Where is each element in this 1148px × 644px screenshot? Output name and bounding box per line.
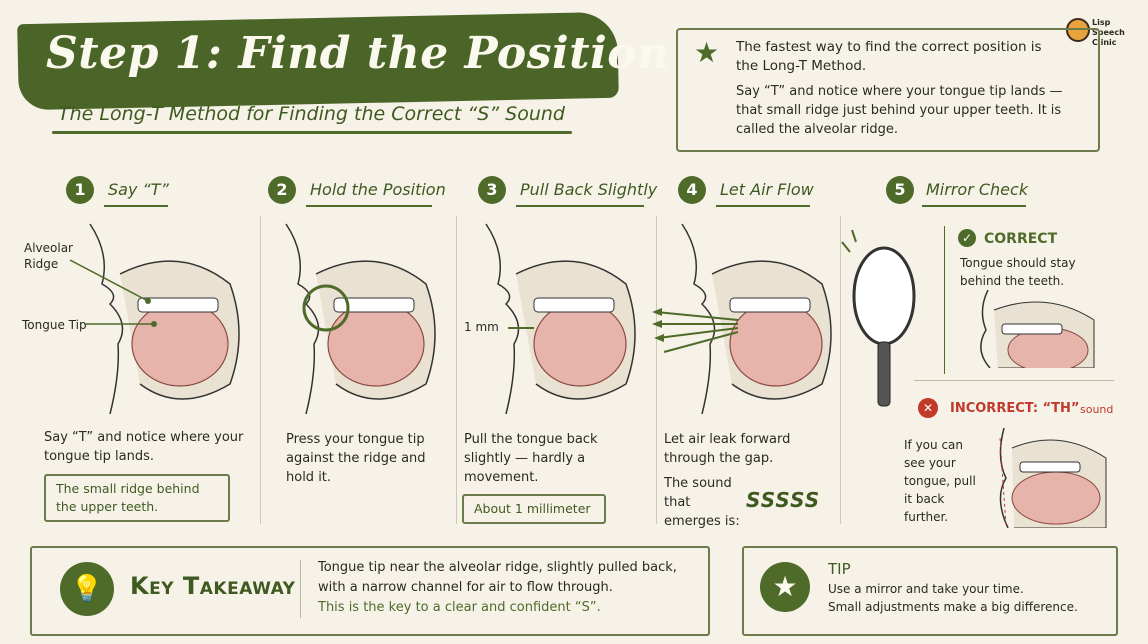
tongue-tip-label: Tongue Tip: [22, 318, 87, 332]
takeaway-line-1: Tongue tip near the alveolar ridge, slig…: [318, 560, 677, 575]
alveolar-ridge-label: Alveolar Ridge: [24, 241, 73, 271]
step-5-number: 5: [886, 176, 914, 204]
tip-line-2: Small adjustments make a big difference.: [828, 600, 1078, 614]
takeaway-line-3: This is the key to a clear and confident…: [318, 600, 601, 615]
takeaway-divider: [300, 560, 301, 618]
step-2-number: 2: [268, 176, 296, 204]
mirror-divider: [914, 380, 1114, 381]
step-5-underline: [922, 205, 1026, 207]
step-1-title: Say “T”: [108, 180, 169, 199]
cross-icon: ✕: [918, 398, 938, 418]
column-divider: [840, 216, 841, 524]
step-1-number: 1: [66, 176, 94, 204]
airflow-arrows-icon: [652, 308, 739, 353]
takeaway-title: Key Takeaway: [130, 572, 296, 600]
correct-title: CORRECT: [984, 231, 1058, 247]
incorrect-mouth-illustration: [999, 428, 1107, 528]
mouth-illustration-step-2: [285, 223, 436, 414]
tip-title: TIP: [828, 560, 851, 578]
step-3-number: 3: [478, 176, 506, 204]
step-1-description: Say “T” and notice where your tongue tip…: [44, 430, 244, 464]
step-5-title: Mirror Check: [926, 180, 1029, 199]
step-3-title: Pull Back Slightly: [520, 180, 658, 199]
mouth-illustration-step-3: [485, 223, 636, 414]
hand-mirror-icon: [841, 229, 916, 407]
subtitle-underline: [52, 131, 572, 134]
clinic-logo-icon: [1066, 18, 1090, 42]
tip-box: [742, 546, 1118, 636]
correct-text: Tongue should stay behind the teeth.: [960, 256, 1076, 288]
intro-line-1: The fastest way to find the correct posi…: [736, 39, 1042, 74]
star-icon: ★: [694, 36, 720, 69]
step-2-underline: [306, 205, 432, 207]
mirror-divider: [944, 226, 945, 374]
step-1-underline: [104, 205, 168, 207]
step-3-description: Pull the tongue back slightly — hardly a…: [464, 432, 598, 485]
sound-example: SSSSS: [746, 488, 821, 512]
step-4-sound-label: The sound that emerges is:: [664, 476, 740, 529]
step-3-underline: [516, 205, 644, 207]
step-4-description: Let air leak forward through the gap.: [664, 432, 791, 466]
incorrect-title: INCORRECT: “TH”: [950, 401, 1080, 416]
step-2-description: Press your tongue tip against the ridge …: [286, 432, 426, 485]
takeaway-line-2: with a narrow channel for air to flow th…: [318, 580, 613, 595]
intro-line-2: Say “T” and notice where your tongue tip…: [736, 84, 1063, 137]
step-4-title: Let Air Flow: [720, 180, 814, 199]
mouth-illustration-step-4: [681, 223, 832, 414]
step-2-title: Hold the Position: [310, 180, 446, 199]
tip-line-1: Use a mirror and take your time.: [828, 582, 1024, 596]
key-takeaway-box: [30, 546, 710, 636]
column-divider: [656, 216, 657, 524]
step-1-note: The small ridge behind the upper teeth.: [44, 474, 230, 522]
clinic-logo-text: Lisp Speech Clinic: [1092, 18, 1125, 47]
step-4-number: 4: [678, 176, 706, 204]
step-4-underline: [716, 205, 810, 207]
intro-box: [676, 28, 1100, 152]
column-divider: [260, 216, 261, 524]
page-title: Step 1: Find the Position: [46, 28, 670, 79]
incorrect-suffix: sound: [1080, 403, 1114, 416]
step-3-note: About 1 millimeter: [462, 494, 606, 524]
star-icon: ★: [760, 562, 810, 612]
measure-label: 1 mm: [464, 320, 499, 334]
lightbulb-icon: 💡: [60, 562, 114, 616]
incorrect-text: If you can see your tongue, pull it back…: [904, 438, 976, 524]
correct-mouth-illustration: [980, 290, 1095, 368]
page-subtitle: The Long-T Method for Finding the Correc…: [58, 103, 565, 125]
label-pointer-lines: [70, 259, 157, 327]
column-divider: [456, 216, 457, 524]
check-icon: ✓: [958, 229, 976, 247]
